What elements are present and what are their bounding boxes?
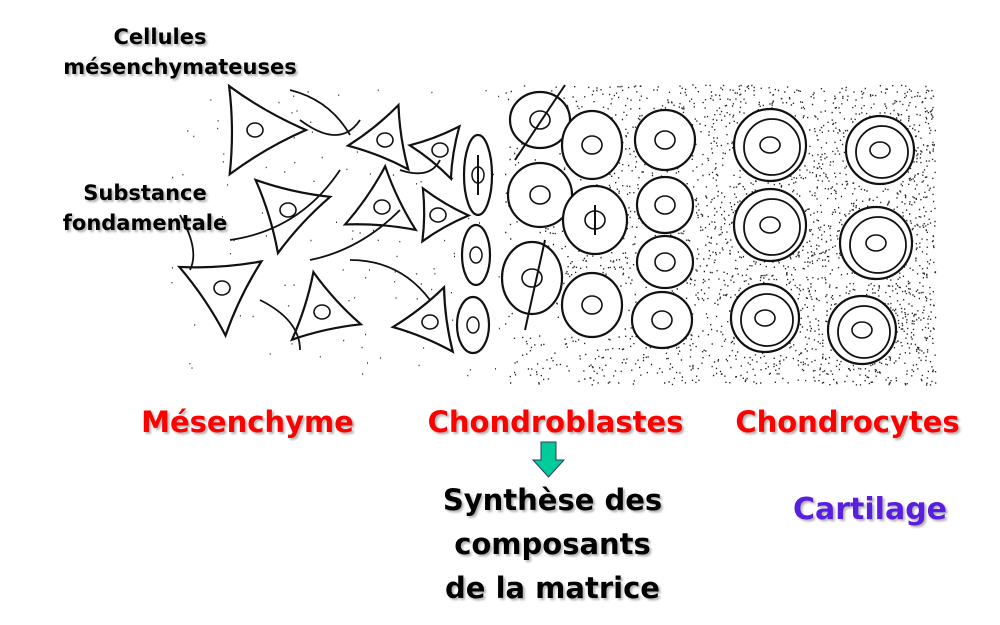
cell-nucleus (469, 246, 483, 264)
label-line: mésenchymateuses (63, 55, 297, 79)
cell-nucleus (581, 135, 603, 155)
cell-nucleus (521, 268, 543, 288)
chondroblasts-label: Chondroblastes (427, 405, 684, 439)
cell-nucleus (754, 309, 776, 327)
chondrocytes-label: Chondrocytes (735, 405, 960, 439)
cell-nucleus (213, 280, 231, 296)
cell-nucleus (376, 132, 394, 148)
cytoplasmic-process (349, 259, 431, 301)
mesenchymal-cell (227, 83, 309, 177)
cell-nucleus (279, 202, 297, 218)
cytoplasmic-process (259, 299, 301, 351)
label-line: fondamentale (62, 211, 228, 235)
mesenchymal-cell (407, 124, 462, 182)
cell-nucleus (373, 199, 391, 215)
cytoplasmic-process (179, 214, 195, 271)
cell-nucleus (654, 195, 676, 215)
cell-nucleus (466, 316, 480, 334)
cartilage-label: Cartilage (792, 492, 948, 527)
label-line: Substance (83, 181, 207, 205)
ground-substance-label: Substance fondamentale (55, 178, 235, 238)
label-line: de la matrice (445, 571, 660, 605)
label-line: composants (454, 527, 651, 561)
mesenchymal-cells-label: Cellules mésenchymateuses (63, 22, 296, 82)
cell-nucleus (654, 252, 676, 272)
cell-nucleus (421, 314, 439, 330)
cell-nucleus (869, 141, 891, 159)
division-arrow (514, 84, 566, 161)
elongated-cell (460, 223, 492, 287)
label-line: Synthèse des (442, 483, 663, 517)
cell-nucleus (429, 207, 447, 223)
synthesis-label: Synthèse des composants de la matrice (420, 478, 685, 610)
cell-nucleus (246, 122, 264, 138)
cell-nucleus (851, 321, 873, 339)
cell-nucleus (759, 216, 781, 234)
label-line: Cellules (113, 25, 207, 49)
cytoplasmic-process (399, 159, 441, 175)
cell-nucleus (651, 310, 673, 330)
mesenchymal-cell (342, 163, 419, 232)
cell-nucleus (865, 234, 887, 252)
cytoplasmic-process (309, 209, 401, 261)
cell-nucleus (431, 142, 449, 158)
cell-nucleus (313, 304, 331, 320)
mesenchymal-cell (176, 259, 264, 339)
cytoplasmic-process (289, 89, 351, 136)
cytoplasmic-process (299, 119, 361, 136)
elongated-cell (455, 295, 491, 355)
cell-nucleus (654, 130, 676, 150)
cytoplasmic-process (229, 169, 341, 241)
mesenchyme-label: Mésenchyme (141, 405, 354, 439)
division-arrow (524, 239, 546, 331)
cell-nucleus (759, 136, 781, 154)
cell-nucleus (529, 185, 551, 205)
cell-nucleus (581, 295, 603, 315)
